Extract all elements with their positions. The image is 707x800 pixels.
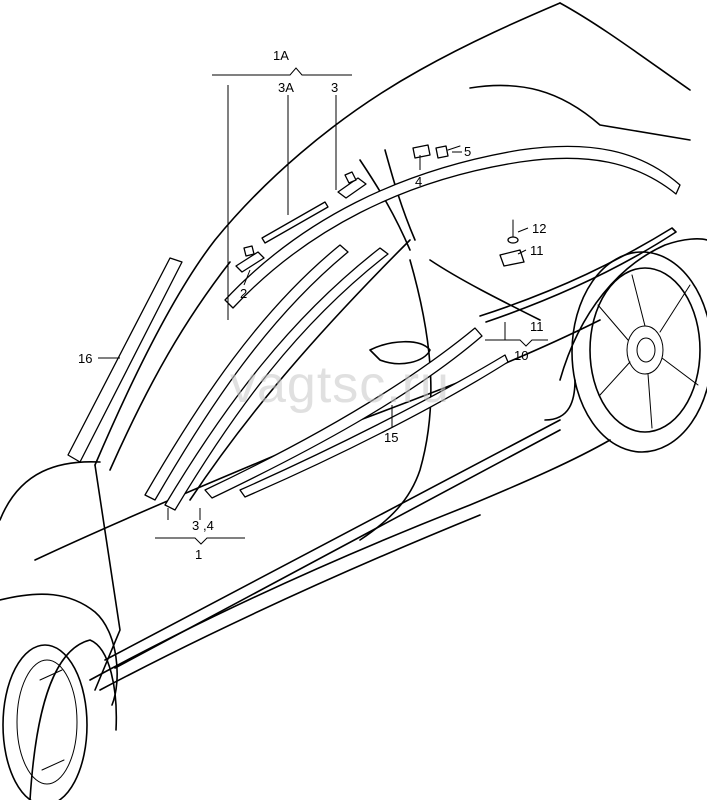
callout-11-bottom: 11	[530, 319, 544, 334]
leader-lines	[98, 67, 548, 545]
callout-3: 3	[331, 80, 338, 95]
callout-16: 16	[78, 351, 92, 366]
callout-3-4-b: ,4	[203, 518, 214, 533]
callout-3-4-a: 3	[192, 518, 199, 533]
callout-2: 2	[240, 286, 247, 301]
callout-5: 5	[464, 144, 471, 159]
clip-3	[337, 171, 367, 199]
belt-molding-15	[204, 327, 509, 499]
clip-2	[235, 245, 265, 273]
callout-labels: 1A 3A 3 2 4 5 12 11 11 10 16 15 3 ,4 1	[78, 48, 546, 562]
callout-1a: 1A	[273, 48, 289, 63]
trim-strip-16	[67, 257, 183, 463]
clip-4-screw-5	[412, 144, 461, 159]
screw-12-bracket-11	[499, 219, 525, 267]
roof-molding	[224, 145, 681, 323]
callout-11-right: 11	[530, 243, 544, 258]
window-channel-1	[144, 244, 389, 511]
callout-10: 10	[514, 348, 528, 363]
rail-3a	[261, 201, 329, 244]
rear-wheel	[571, 251, 707, 453]
callout-4: 4	[415, 174, 422, 189]
watermark: vagtsc.ru	[230, 356, 450, 414]
callout-3a: 3A	[278, 80, 294, 95]
callout-15: 15	[384, 430, 398, 445]
callout-1: 1	[195, 547, 202, 562]
front-wheel	[2, 644, 88, 800]
callout-12: 12	[532, 221, 546, 236]
